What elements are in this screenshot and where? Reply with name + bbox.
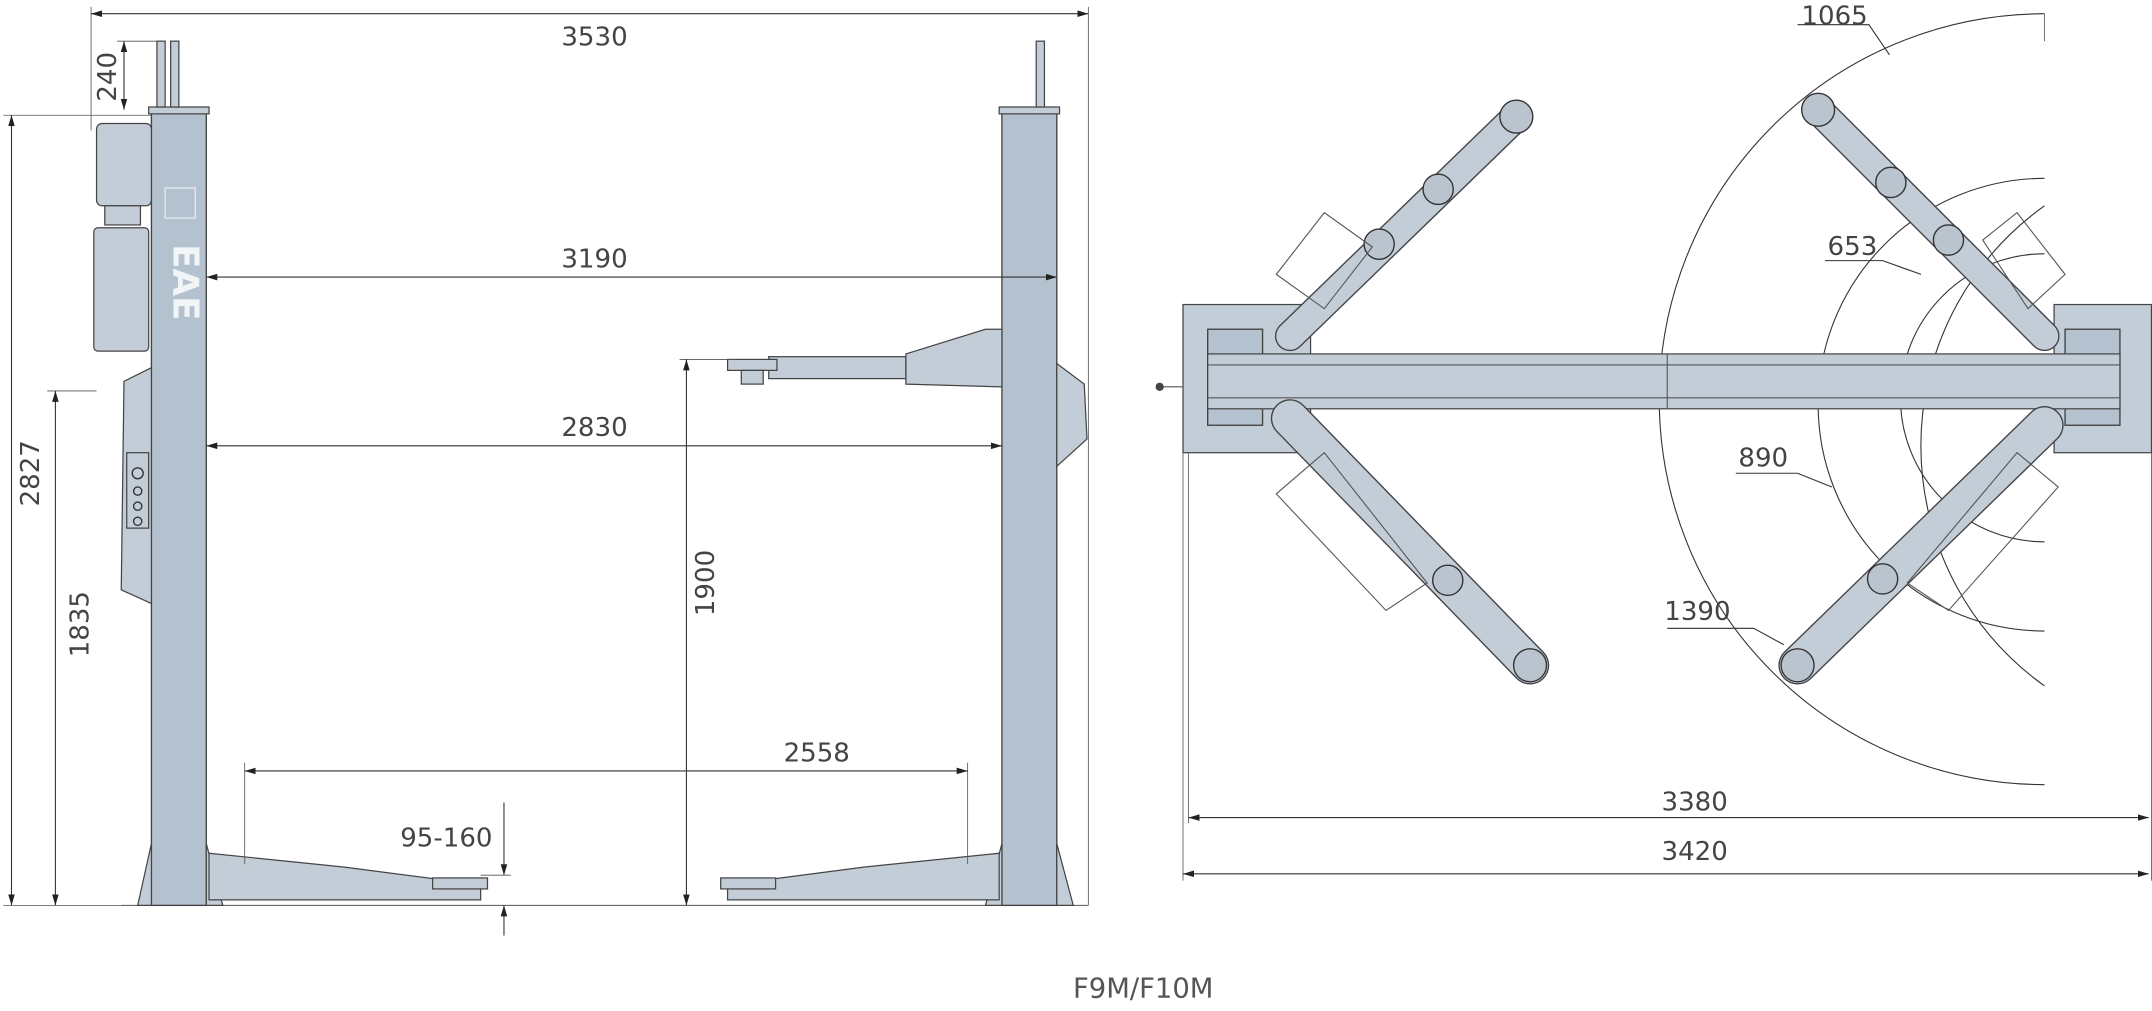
dim-3420: 3420 <box>1662 837 1728 867</box>
side-view: EAE <box>3 6 1089 936</box>
dim-890: 890 <box>1738 443 1788 473</box>
logo: EAE <box>164 244 205 320</box>
dim-653: 653 <box>1828 232 1878 262</box>
raised-arm <box>726 328 1003 388</box>
dim-95-160: 95-160 <box>400 823 492 853</box>
dim-3530: 3530 <box>561 22 627 52</box>
dim-240: 240 <box>93 52 123 102</box>
dim-1835: 1835 <box>65 591 95 657</box>
power-unit <box>93 122 153 605</box>
top-view: 1065 653 890 1390 <box>1155 2 2152 881</box>
dim-2830: 2830 <box>561 413 627 443</box>
swing-arms <box>1270 92 2066 685</box>
right-post <box>984 40 1088 907</box>
dim-1900: 1900 <box>691 550 721 616</box>
lowered-arms <box>208 852 1000 901</box>
dim-3380: 3380 <box>1662 788 1728 818</box>
dim-1390: 1390 <box>1664 597 1730 627</box>
dim-2827: 2827 <box>16 440 46 506</box>
model-title: F9M/F10M <box>1073 973 1213 1004</box>
dim-2558: 2558 <box>784 738 850 768</box>
dim-3190: 3190 <box>561 244 627 274</box>
crossbeam <box>1207 353 2121 410</box>
dim-1065: 1065 <box>1801 2 1867 32</box>
